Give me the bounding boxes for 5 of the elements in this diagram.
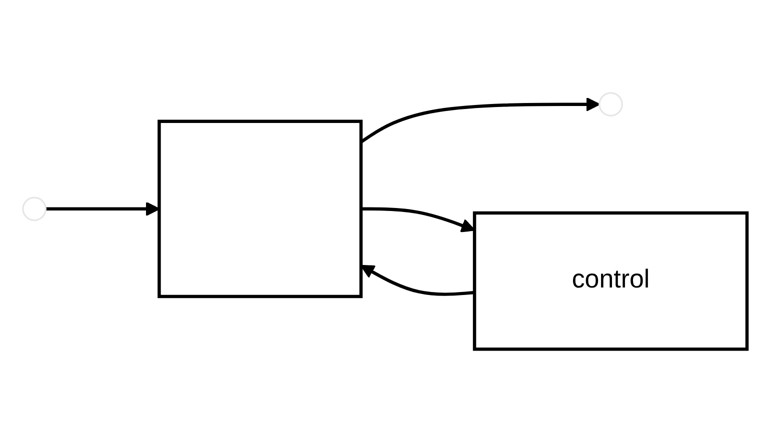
node-box [472,212,749,352]
block-diagram: control [10,80,760,363]
arrow [361,208,476,233]
node-box [158,120,363,299]
arrow [46,202,160,216]
